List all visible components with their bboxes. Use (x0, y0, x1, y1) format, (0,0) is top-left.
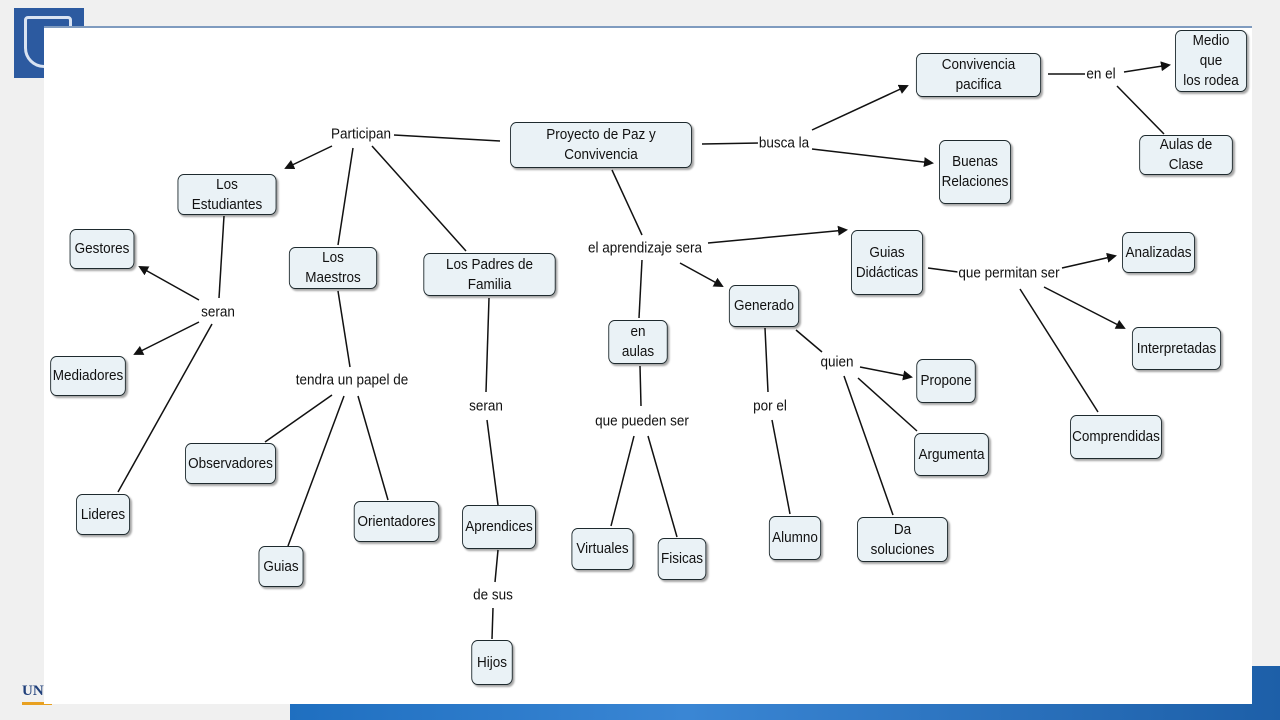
link-label-por-el: por el (752, 397, 788, 415)
node-orientadores[interactable]: Orientadores (353, 501, 440, 542)
link-label-tendra-un-papel-de: tendra un papel de (294, 371, 410, 389)
node-root[interactable]: Proyecto de Paz y Convivencia (510, 122, 692, 168)
link-label-que-pueden-ser: que pueden ser (594, 412, 690, 430)
node-convivencia-pacifica[interactable]: Convivencia pacifica (915, 53, 1042, 97)
node-buenas-relaciones[interactable]: Buenas Relaciones (939, 140, 1011, 204)
node-hijos[interactable]: Hijos (471, 640, 513, 685)
link-label-que-permitan-ser: que permitan ser (957, 264, 1061, 282)
node-guias[interactable]: Guias (258, 546, 304, 587)
footer-brand: UN (22, 683, 44, 699)
slide-top-rule (44, 26, 1252, 28)
node-aulas-de-clase[interactable]: Aulas de Clase (1139, 135, 1233, 175)
footer-accent (22, 702, 52, 705)
node-da-soluciones[interactable]: Da soluciones (857, 517, 948, 562)
link-label-de-sus: de sus (472, 586, 514, 604)
link-label-participan: Participan (330, 125, 392, 143)
node-comprendidas[interactable]: Comprendidas (1070, 415, 1162, 459)
node-propone[interactable]: Propone (916, 359, 976, 403)
node-virtuales[interactable]: Virtuales (571, 528, 634, 570)
node-interpretadas[interactable]: Interpretadas (1131, 327, 1222, 370)
node-guias-didacticas[interactable]: Guias Didácticas (851, 230, 923, 295)
link-label-en-el: en el (1085, 65, 1117, 83)
node-los-estudiantes[interactable]: Los Estudiantes (177, 174, 277, 215)
link-label-seran-estudiantes: seran (200, 303, 236, 321)
node-gestores[interactable]: Gestores (69, 229, 135, 269)
link-label-el-aprendizaje-sera: el aprendizaje sera (587, 239, 703, 257)
node-los-padres-de-familia[interactable]: Los Padres de Familia (423, 253, 556, 296)
node-mediadores[interactable]: Mediadores (50, 356, 126, 396)
node-argumenta[interactable]: Argumenta (914, 433, 989, 476)
node-observadores[interactable]: Observadores (185, 443, 276, 484)
node-en-aulas[interactable]: en aulas (608, 320, 668, 364)
link-label-seran-padres: seran (468, 397, 504, 415)
node-alumno[interactable]: Alumno (768, 516, 822, 560)
node-fisicas[interactable]: Fisicas (657, 538, 707, 580)
link-label-busca-la: busca la (757, 134, 811, 152)
node-generado[interactable]: Generado (728, 285, 800, 327)
node-los-maestros[interactable]: Los Maestros (288, 247, 378, 289)
node-medio-que-los-rodea[interactable]: Medio que los rodea (1175, 30, 1247, 92)
node-analizadas[interactable]: Analizadas (1122, 232, 1195, 273)
link-label-quien: quien (819, 353, 855, 371)
node-aprendices[interactable]: Aprendices (462, 505, 536, 549)
node-lideres[interactable]: Lideres (76, 494, 130, 535)
